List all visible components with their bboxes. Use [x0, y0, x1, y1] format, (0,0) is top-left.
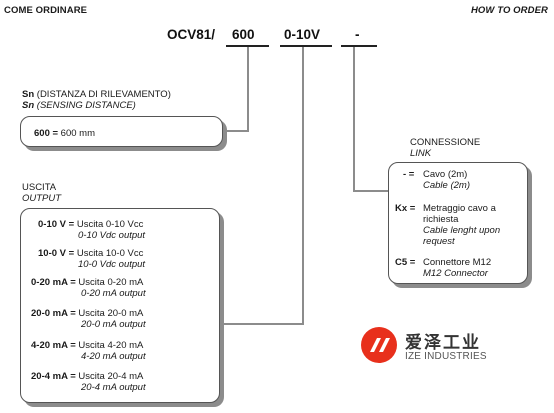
out-en-1: 10-0 Vdc output [78, 259, 146, 270]
out-it-text-5: Uscita 20-4 mA [75, 371, 144, 382]
sensing-label-en-bold: Sn [22, 100, 35, 111]
sensing-label-en-text: (SENSING DISTANCE) [34, 100, 136, 111]
connection-title: CONNESSIONE [410, 137, 481, 148]
sn-underline [226, 45, 269, 47]
sensing-label-bold: Sn [22, 89, 35, 100]
sensing-label: Sn (DISTANZA DI RILEVAMENTO) [22, 89, 171, 100]
conn-code-0: - = [403, 169, 415, 180]
header-right: HOW TO ORDER [470, 5, 548, 16]
out-it-4: 4-20 mA = Uscita 4-20 mA [31, 340, 143, 351]
conn-it-1: Metraggio cavo a [423, 203, 496, 214]
code-output: 0-10V [284, 27, 321, 42]
connection-title-en: LINK [410, 148, 432, 159]
connector-output-horizontal [220, 323, 304, 325]
conn-it-2: Connettore M12 [423, 257, 492, 268]
out-en-5: 20-4 mA output [81, 382, 146, 393]
connector-output-vertical [302, 47, 304, 325]
connector-sn-vertical [247, 47, 249, 132]
out-it-text-1: Uscita 10-0 Vcc [74, 248, 144, 259]
sensing-label-text: (DISTANZA DI RILEVAMENTO) [34, 89, 171, 100]
conn-en-2: M12 Connector [423, 268, 488, 279]
out-it-text-0: Uscita 0-10 Vcc [74, 219, 144, 230]
connection-box: - = Cavo (2m) Cable (2m) Kx = Metraggio … [388, 162, 528, 284]
out-it-text-3: Uscita 20-0 mA [75, 308, 144, 319]
connector-link-horizontal [353, 190, 389, 192]
out-it-0: 0-10 V = Uscita 0-10 Vcc [38, 219, 143, 230]
conn-code-2: C5 = [395, 257, 416, 268]
link-underline [341, 45, 377, 47]
output-title: USCITA [22, 182, 57, 193]
out-it-2: 0-20 mA = Uscita 0-20 mA [31, 277, 143, 288]
output-box: 0-10 V = Uscita 0-10 Vcc 0-10 Vdc output… [20, 208, 220, 403]
logo-text-cn: 爱泽工业 [405, 333, 481, 353]
sensing-box: 600 = 600 mm [20, 116, 223, 147]
sensing-option: 600 = 600 mm [34, 128, 95, 139]
conn-en-1: Cable lenght upon [423, 225, 501, 236]
connector-sn-horizontal [224, 130, 249, 132]
out-code-2: 0-20 mA = [31, 277, 76, 288]
out-en-2: 0-20 mA output [81, 288, 146, 299]
out-it-text-4: Uscita 4-20 mA [75, 340, 144, 351]
logo-text-en: IZE INDUSTRIES [405, 351, 487, 362]
sensing-label-en: Sn (SENSING DISTANCE) [22, 100, 136, 111]
out-en-3: 20-0 mA output [81, 319, 146, 330]
output-underline [280, 45, 332, 47]
out-code-1: 10-0 V = [38, 248, 75, 259]
out-it-3: 20-0 mA = Uscita 20-0 mA [31, 308, 143, 319]
out-it-1: 10-0 V = Uscita 10-0 Vcc [38, 248, 143, 259]
conn-en-0: Cable (2m) [423, 180, 470, 191]
sensing-option-code: 600 = [34, 128, 59, 139]
out-code-4: 4-20 mA = [31, 340, 76, 351]
conn-en2-1: request [423, 236, 455, 247]
out-code-5: 20-4 mA = [31, 371, 76, 382]
code-prefix: OCV81/ [167, 27, 216, 42]
out-en-4: 4-20 mA output [81, 351, 146, 362]
conn-code-1: Kx = [395, 203, 416, 214]
out-it-5: 20-4 mA = Uscita 20-4 mA [31, 371, 143, 382]
conn-it-0: Cavo (2m) [423, 169, 468, 180]
out-en-0: 0-10 Vdc output [78, 230, 146, 241]
code-sn: 600 [232, 27, 255, 42]
connector-link-vertical [353, 47, 355, 192]
output-title-en: OUTPUT [22, 193, 62, 204]
out-code-0: 0-10 V = [38, 219, 75, 230]
conn-it2-1: richiesta [423, 214, 459, 225]
ize-logo-icon [360, 326, 398, 364]
header-left: COME ORDINARE [4, 5, 88, 16]
out-code-3: 20-0 mA = [31, 308, 76, 319]
sensing-option-text: 600 mm [58, 128, 96, 139]
out-it-text-2: Uscita 0-20 mA [75, 277, 144, 288]
code-link: - [355, 27, 360, 42]
